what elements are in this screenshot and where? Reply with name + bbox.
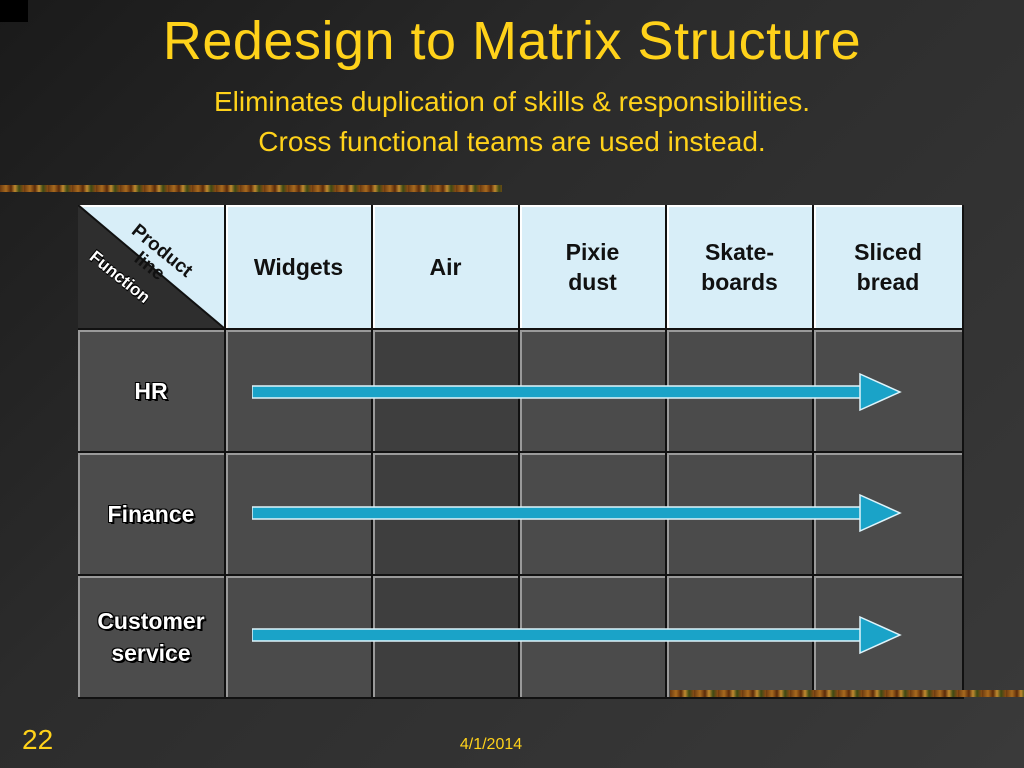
footer-date: 4/1/2014 (459, 736, 523, 753)
right-arrow-icon (252, 493, 902, 533)
row-header-customer-service: Customer service (78, 576, 226, 699)
column-header-skateboards: Skate- boards (667, 205, 814, 330)
row-header-finance: Finance (78, 453, 226, 576)
column-header-sliced-bread: Sliced bread (814, 205, 964, 330)
slide-subtitle-line2: Cross functional teams are used instead. (258, 126, 766, 157)
matrix-corner-header: Product line Function (78, 205, 226, 330)
corner-decoration (0, 0, 28, 22)
matrix-grid: Product line Function Widgets Air Pixie … (78, 205, 964, 699)
column-header-air: Air (373, 205, 520, 330)
column-header-pixie-dust: Pixie dust (520, 205, 667, 330)
right-arrow-icon (252, 615, 902, 655)
decorative-rule-top (0, 185, 502, 192)
right-arrow-icon (252, 372, 902, 412)
diagonal-split (78, 205, 224, 328)
row-header-hr: HR (78, 330, 226, 453)
slide-number: 22 (22, 724, 54, 755)
slide-subtitle-line1: Eliminates duplication of skills & respo… (213, 86, 811, 117)
column-header-widgets: Widgets (226, 205, 373, 330)
decorative-rule-bottom (670, 690, 1024, 697)
slide-title: Redesign to Matrix Structure (162, 11, 862, 71)
